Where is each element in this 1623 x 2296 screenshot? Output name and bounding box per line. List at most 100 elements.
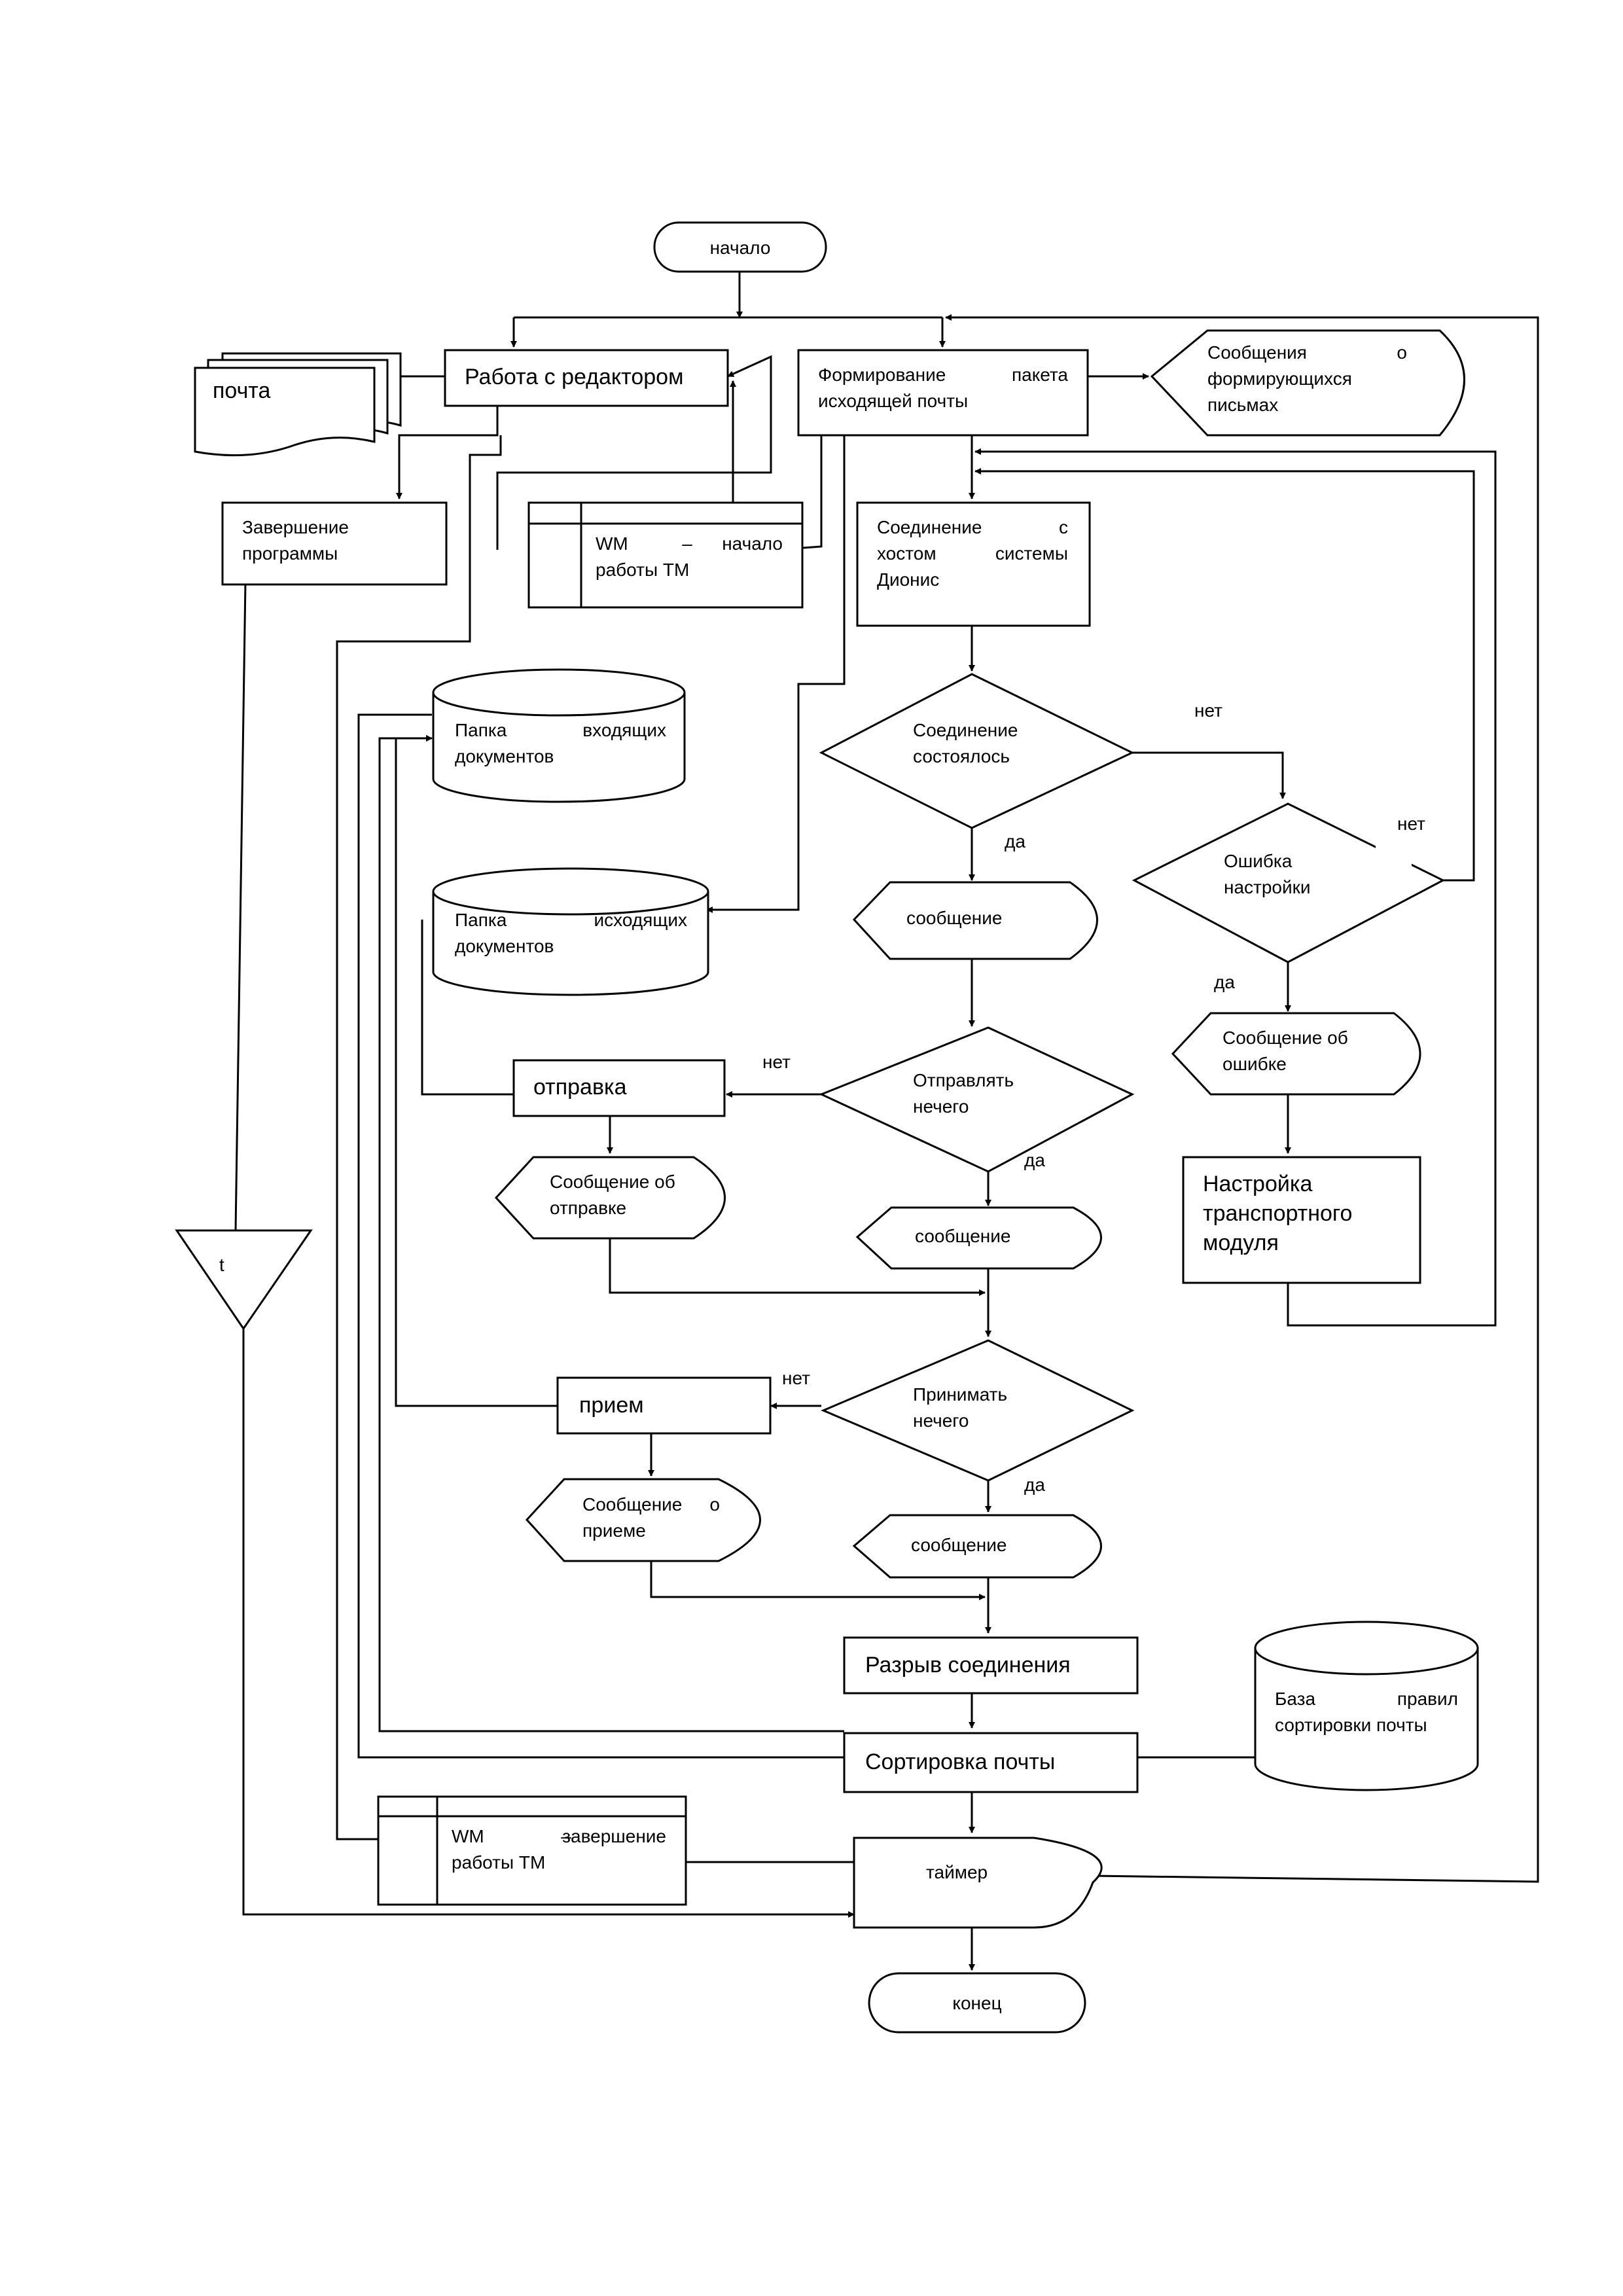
timer-delay: таймер <box>853 1837 1103 1929</box>
connect-l2b: системы <box>995 543 1068 564</box>
edge-setup-loop <box>974 448 1497 1327</box>
wm-start-l1c: начало <box>722 533 783 554</box>
timer-merge-triangle: t <box>175 1229 313 1331</box>
form-package-process: Формирование пакета исходящей почты <box>797 349 1089 437</box>
conn-yes-label: да <box>1005 831 1026 852</box>
forming-l3: письмах <box>1207 395 1278 415</box>
connection-ok-decision: Соединение состоялось <box>819 673 1135 829</box>
wm-start-l1b: – <box>682 533 692 554</box>
forming-l1a: Сообщения <box>1207 342 1307 363</box>
error-message-display: Сообщение об ошибке <box>1171 1012 1421 1096</box>
send-message-display: Сообщение об отправке <box>494 1156 726 1240</box>
setup-error-decision: Ошибка настройки <box>1132 802 1446 963</box>
end-label: конец <box>952 1993 1001 2013</box>
editor-process: Работа с редактором <box>444 349 729 407</box>
wm-start-l1a: WM <box>596 533 628 554</box>
message-display-2: сообщение <box>855 1206 1102 1270</box>
forming-messages-display: Сообщения о формирующихся письмах <box>1150 329 1465 437</box>
recv-q-l2: нечего <box>913 1410 969 1431</box>
end-terminator: конец <box>868 1972 1086 2034</box>
form-pkg-l1a: Формирование <box>818 365 946 385</box>
tm-setup-l1: Настройка <box>1203 1172 1312 1196</box>
send-q-l2: нечего <box>913 1096 969 1117</box>
connect-l2a: хостом <box>877 543 936 564</box>
wm-end-l1a: WM <box>452 1826 484 1846</box>
edge-exit-t <box>234 582 247 1231</box>
edge-recvmsg-merge <box>650 1558 986 1600</box>
edge-wmend-editor <box>336 435 502 1840</box>
form-pkg-l1b: пакета <box>1012 365 1068 385</box>
receive-message-display: Сообщение о приеме <box>525 1478 761 1562</box>
start-terminator: начало <box>653 221 827 273</box>
exit-l2: программы <box>242 543 338 564</box>
connect-l1b: с <box>1059 517 1068 537</box>
db-l1a: База <box>1275 1689 1315 1709</box>
start-label: начало <box>710 238 771 258</box>
inbox-l1a: Папка <box>455 720 507 740</box>
err-msg-l2: ошибке <box>1222 1054 1287 1074</box>
recv-q-l1: Принимать <box>913 1384 1007 1405</box>
edge-err-no <box>974 468 1475 882</box>
err-yes-label: да <box>1214 972 1235 992</box>
mail-label: почта <box>213 378 270 403</box>
wm-end-subprocess: WM – завершение работы ТМ <box>377 1795 687 1906</box>
outbox-l1b: исходящих <box>594 910 687 930</box>
outbox-folder-storage: Папка исходящих документов <box>432 867 709 996</box>
sorting-rules-db: База правил сортировки почты <box>1254 1621 1479 1791</box>
inbox-folder-storage: Папка входящих документов <box>432 668 686 803</box>
send-msg-l1: Сообщение об <box>550 1172 675 1192</box>
sort-label: Сортировка почты <box>865 1749 1055 1774</box>
edge-wm-editor <box>496 355 772 550</box>
connect-l3: Дионис <box>877 569 939 590</box>
send-no-label: нет <box>762 1052 791 1072</box>
conn-no-label: нет <box>1194 700 1222 721</box>
recv-msg-l1a: Сообщение <box>582 1494 682 1515</box>
editor-label: Работа с редактором <box>465 365 683 389</box>
edge-send-outbox <box>421 920 514 1096</box>
connect-process: Соединение с хостом системы Дионис <box>856 501 1091 627</box>
msg3-label: сообщение <box>911 1535 1007 1555</box>
mail-documents: почта <box>194 352 402 457</box>
msg2-label: сообщение <box>915 1226 1010 1246</box>
edge-editor-exit <box>396 406 499 499</box>
edge-sendmsg-merge <box>609 1234 986 1296</box>
forming-l2: формирующихся <box>1207 368 1352 389</box>
sort-process: Сортировка почты <box>843 1732 1139 1793</box>
receive-nothing-decision: Принимать нечего <box>821 1339 1135 1482</box>
recv-yes-label: да <box>1024 1475 1045 1495</box>
message-display-3: сообщение <box>852 1514 1102 1579</box>
edge-t-timer <box>242 1329 855 1918</box>
recv-msg-l2: приеме <box>582 1520 646 1541</box>
db-l2: сортировки почты <box>1275 1715 1427 1735</box>
disconnect-process: Разрыв соединения <box>843 1636 1139 1695</box>
send-nothing-decision: Отправлять нечего <box>819 1026 1135 1173</box>
message-display-1: сообщение <box>852 881 1098 960</box>
connect-l1a: Соединение <box>877 517 982 537</box>
disconnect-label: Разрыв соединения <box>865 1653 1071 1677</box>
send-process: отправка <box>512 1059 726 1117</box>
conn-ok-l1: Соединение <box>913 720 1018 740</box>
exit-l1: Завершение <box>242 517 349 537</box>
err-msg-l1: Сообщение об <box>1222 1028 1348 1048</box>
wm-end-l1c: завершение <box>562 1826 666 1846</box>
outbox-l2: документов <box>455 936 554 956</box>
edge-form-outbox <box>706 435 846 913</box>
outbox-l1a: Папка <box>455 910 507 930</box>
forming-l1b: о <box>1397 342 1407 363</box>
tm-setup-l3: модуля <box>1203 1230 1279 1255</box>
inbox-l1b: входящих <box>582 720 666 740</box>
edge-sort-inbox-a <box>378 735 844 1732</box>
edge-conn-no <box>1132 751 1286 799</box>
msg1-label: сообщение <box>906 908 1002 928</box>
setup-err-l1: Ошибка <box>1224 851 1293 871</box>
tm-setup-l2: транспортного <box>1203 1201 1352 1226</box>
wm-end-l2: работы ТМ <box>452 1852 545 1873</box>
setup-err-l2: настройки <box>1224 877 1311 897</box>
timer-label: таймер <box>926 1862 988 1882</box>
recv-no-label: нет <box>782 1368 810 1388</box>
receive-process: прием <box>556 1376 772 1435</box>
wm-start-l2: работы ТМ <box>596 560 689 580</box>
wm-start-subprocess: WM – начало работы ТМ <box>527 501 804 609</box>
db-l1b: правил <box>1397 1689 1458 1709</box>
